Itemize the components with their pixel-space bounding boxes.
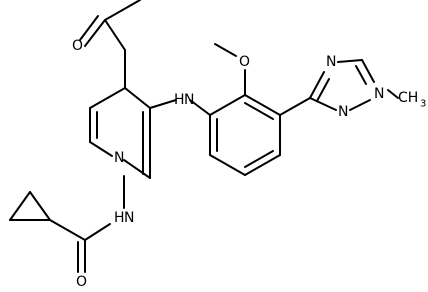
bond-ph-2-double — [244, 102, 274, 120]
label-amide-oxygen: O — [76, 274, 87, 290]
bond-ketone-co-double — [79, 15, 99, 41]
label-triazole-n-right: N — [374, 86, 384, 102]
label-methyl-subscript: 3 — [420, 99, 426, 110]
bond-ph-4-double — [244, 150, 274, 168]
bond-tri-5 — [309, 97, 337, 111]
label-amine-n: N — [184, 92, 194, 108]
bond-pyr-6 — [124, 87, 151, 109]
bond-o-ch3 — [214, 43, 237, 57]
bond-ph-triazole — [279, 97, 311, 116]
bond-nh-aryl — [189, 99, 211, 116]
label-methyl: CH — [398, 90, 418, 106]
bond-ph-1 — [209, 94, 246, 116]
bond-tri-4 — [349, 99, 371, 111]
bonds — [9, 0, 399, 273]
bond-cp-3 — [29, 191, 51, 221]
bond-pyr-1 — [89, 87, 126, 109]
bond-co-cyclopropyl — [49, 219, 86, 241]
bond-tri-3 — [361, 59, 375, 83]
bond-tri-methyl — [387, 89, 399, 99]
label-amide-h: H — [114, 210, 125, 226]
atom-labels: O O H N N H N O N N N CH 3 — [72, 38, 426, 290]
bond-nh-co — [84, 223, 111, 241]
label-triazole-n-bottom: N — [338, 104, 348, 120]
bond-ph-5 — [209, 154, 246, 176]
bond-c4-nh — [149, 99, 177, 109]
bond-cp-2 — [9, 191, 31, 221]
label-pyridine-n: N — [114, 150, 124, 166]
label-ketone-oxygen: O — [72, 38, 83, 54]
bond-ketone-co — [84, 19, 106, 47]
bond-tri-2 — [337, 59, 363, 63]
bond-tri-3-double — [355, 65, 367, 85]
bond-tri-1-double — [316, 78, 330, 102]
bond-pyr-4 — [123, 159, 151, 179]
bond-ch2-ketone — [104, 19, 126, 51]
label-amine-h: H — [174, 92, 185, 108]
label-triazole-n-top: N — [326, 54, 336, 70]
label-amide-n: N — [124, 210, 134, 226]
bond-ph-4 — [244, 154, 281, 176]
bond-pyr-3 — [89, 141, 113, 157]
bond-ethyl-ch3 — [104, 0, 141, 21]
bond-ph-2 — [244, 94, 281, 116]
label-methoxy-oxygen: O — [239, 54, 250, 70]
bond-tri-1 — [309, 71, 325, 99]
